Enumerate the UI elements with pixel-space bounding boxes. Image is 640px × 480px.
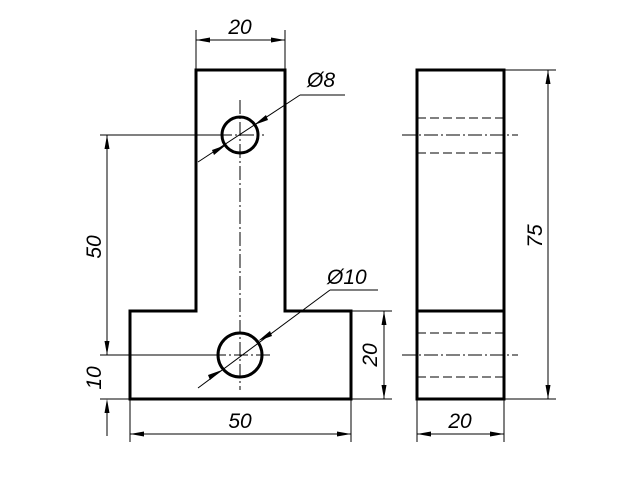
- arrowhead: [381, 385, 387, 399]
- thickness-dimension: 20: [416, 399, 505, 442]
- arrowhead: [212, 145, 226, 155]
- hole-spacing-label: 50: [83, 235, 106, 259]
- arrowhead: [545, 385, 551, 399]
- hole-spacing-dimension: 50: [83, 134, 220, 356]
- arrowhead: [271, 37, 285, 43]
- arrowhead: [381, 311, 387, 325]
- base-width-label: 50: [228, 410, 252, 433]
- stem-width-label: 20: [227, 16, 252, 39]
- arrowhead: [104, 135, 110, 149]
- total-height-dimension: 75: [504, 69, 556, 400]
- arrowhead: [196, 37, 210, 43]
- thickness-label: 20: [447, 410, 472, 433]
- stem-width-dimension: 20: [195, 16, 286, 70]
- arrowhead: [130, 431, 144, 437]
- arrowhead: [104, 341, 110, 355]
- top-hole-diameter-label: Ø8: [306, 69, 335, 92]
- front-view: 20 Ø8 50 10: [83, 16, 392, 442]
- arrowhead: [254, 115, 268, 125]
- total-height-label: 75: [524, 224, 547, 248]
- side-view: 75 20: [402, 68, 556, 442]
- hole-offset-dimension: 10: [83, 318, 130, 436]
- top-hole-diameter-dimension: Ø8: [197, 69, 345, 163]
- hole-offset-label: 10: [83, 366, 106, 390]
- arrowhead: [545, 70, 551, 84]
- side-view-outline: [415, 68, 506, 401]
- arrowhead: [258, 331, 272, 341]
- arrowhead: [337, 431, 351, 437]
- arrowhead: [104, 399, 110, 413]
- base-height-label: 20: [359, 343, 382, 368]
- arrowhead: [490, 431, 504, 437]
- bottom-hole-diameter-label: Ø10: [326, 266, 367, 289]
- bottom-hole-diameter-dimension: Ø10: [197, 266, 378, 389]
- base-height-dimension: 20: [351, 310, 392, 400]
- base-width-dimension: 50: [129, 399, 352, 442]
- arrowhead: [417, 431, 431, 437]
- arrowhead: [208, 370, 222, 380]
